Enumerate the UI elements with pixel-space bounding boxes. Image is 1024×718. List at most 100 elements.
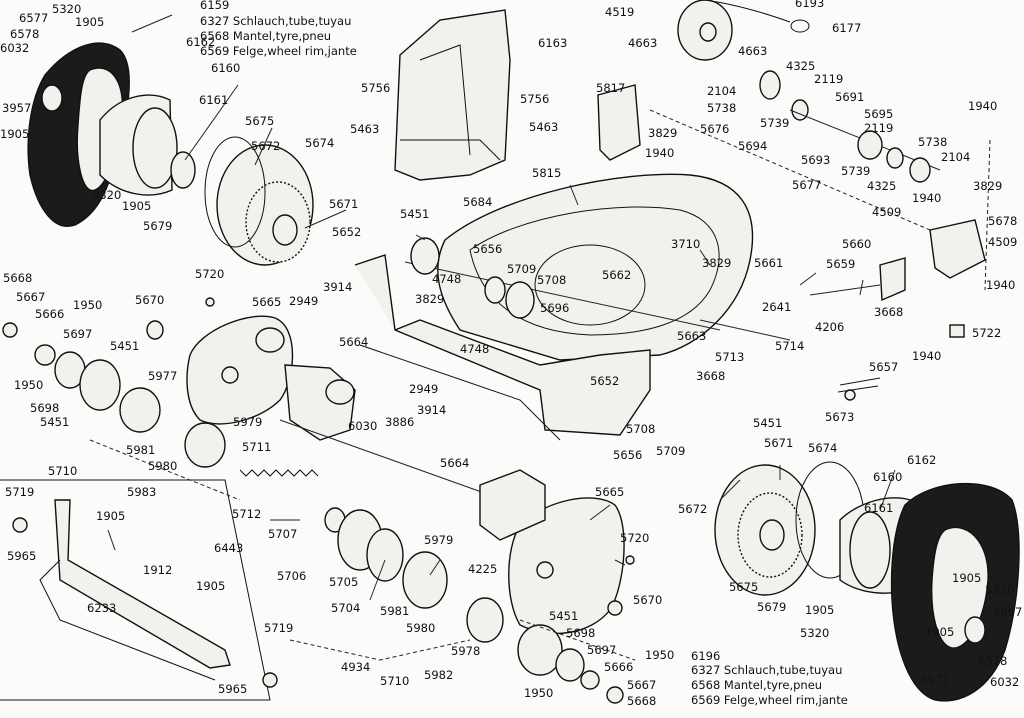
small-parts xyxy=(205,297,881,616)
bearing-5709 xyxy=(505,281,535,319)
legend-line: 6568 Mantel,tyre,pneu xyxy=(691,678,822,692)
callout: 5451 xyxy=(400,207,429,221)
callout: 5679 xyxy=(757,600,786,614)
callout: 1905 xyxy=(75,15,104,29)
callout: 6233 xyxy=(87,601,116,615)
callout: 5667 xyxy=(16,290,45,304)
callout: 3829 xyxy=(702,256,731,270)
top-casing xyxy=(394,9,511,181)
callout: 5965 xyxy=(7,549,36,563)
bracket-5678 xyxy=(929,219,986,279)
callout: 1905 xyxy=(925,625,954,639)
callout: 3914 xyxy=(417,403,446,417)
callout: 2949 xyxy=(289,294,318,308)
callout: 1905 xyxy=(805,603,834,617)
callout: 6577 xyxy=(920,673,949,687)
callout: 4748 xyxy=(460,342,489,356)
callout: 3957 xyxy=(2,101,31,115)
callout: 1905 xyxy=(196,579,225,593)
callout: 5676 xyxy=(700,122,729,136)
callout: 5652 xyxy=(590,374,619,388)
left-chain-sprocket xyxy=(216,144,314,266)
legend-line: 6327 Schlauch,tube,tuyau xyxy=(691,663,842,677)
callout: 5661 xyxy=(754,256,783,270)
callout: 5451 xyxy=(40,415,69,429)
callout: 1940 xyxy=(912,349,941,363)
callout: 2119 xyxy=(814,72,843,86)
callout: 5678 xyxy=(988,214,1017,228)
callout: 6032 xyxy=(0,41,29,55)
callout: 6577 xyxy=(19,11,48,25)
callout: 5815 xyxy=(532,166,561,180)
callout: 5665 xyxy=(595,485,624,499)
callout: 5710 xyxy=(380,674,409,688)
callout: 1905 xyxy=(96,509,125,523)
callout: 5667 xyxy=(627,678,656,692)
callout: 5817 xyxy=(596,81,625,95)
callout: 3829 xyxy=(415,292,444,306)
callout: 5656 xyxy=(613,448,642,462)
callout: 5708 xyxy=(626,422,655,436)
callout: 1950 xyxy=(645,648,674,662)
callout: 5979 xyxy=(424,533,453,547)
callout: 5664 xyxy=(339,335,368,349)
callout: 5720 xyxy=(620,531,649,545)
callout: 5983 xyxy=(127,485,156,499)
legend-line: 6569 Felge,wheel rim,jante xyxy=(200,44,357,58)
left-coupling xyxy=(2,320,164,433)
callout: 4663 xyxy=(738,44,767,58)
callout: 5695 xyxy=(864,107,893,121)
callout: 4225 xyxy=(468,562,497,576)
callout: 5697 xyxy=(587,643,616,657)
callout: 1950 xyxy=(73,298,102,312)
callout: 5320 xyxy=(800,626,829,640)
sprocket-5979-lower xyxy=(402,551,448,609)
callout: 5657 xyxy=(869,360,898,374)
callout: 6160 xyxy=(211,61,240,75)
callout: 1905 xyxy=(0,127,29,141)
callout: 5668 xyxy=(627,694,656,708)
dashed-guides xyxy=(89,109,991,661)
callout: 4509 xyxy=(988,235,1017,249)
callout: 5671 xyxy=(329,197,358,211)
callout: 5981 xyxy=(126,443,155,457)
callout: 5980 xyxy=(406,621,435,635)
callout: 3710 xyxy=(671,237,700,251)
callout: 6160 xyxy=(873,470,902,484)
callout: 5711 xyxy=(242,440,271,454)
callout: 5451 xyxy=(110,339,139,353)
callout: 6578 xyxy=(978,654,1007,668)
callout: 5697 xyxy=(63,327,92,341)
callout: 2119 xyxy=(864,121,893,135)
callout: 5320 xyxy=(52,2,81,16)
legend-line: 6568 Mantel,tyre,pneu xyxy=(200,29,331,43)
callout: 6161 xyxy=(199,93,228,107)
spring-5712 xyxy=(239,469,319,477)
callout: 6163 xyxy=(538,36,567,50)
callout: 5320 xyxy=(985,583,1014,597)
callout: 3668 xyxy=(696,369,725,383)
callout: 3829 xyxy=(648,126,677,140)
callout: 5739 xyxy=(760,116,789,130)
right-coupling xyxy=(517,624,624,704)
callout: 5677 xyxy=(792,178,821,192)
callout: 5710 xyxy=(48,464,77,478)
callout: 4519 xyxy=(605,5,634,19)
left-hub xyxy=(99,94,196,196)
callout: 5666 xyxy=(35,307,64,321)
callout: 6032 xyxy=(990,675,1019,689)
callout: 6159 xyxy=(200,0,229,12)
callout: 4934 xyxy=(341,660,370,674)
callout: 5670 xyxy=(135,293,164,307)
callout: 6196 xyxy=(691,649,720,663)
callout: 4509 xyxy=(872,205,901,219)
callout: 6162 xyxy=(907,453,936,467)
callout: 5738 xyxy=(918,135,947,149)
callout: 5707 xyxy=(268,527,297,541)
bushing-5722 xyxy=(949,324,965,338)
leader-lines xyxy=(107,14,896,601)
callout: 5693 xyxy=(801,153,830,167)
callout: 3829 xyxy=(973,179,1002,193)
callout: 4663 xyxy=(628,36,657,50)
top-pulley xyxy=(677,0,810,61)
